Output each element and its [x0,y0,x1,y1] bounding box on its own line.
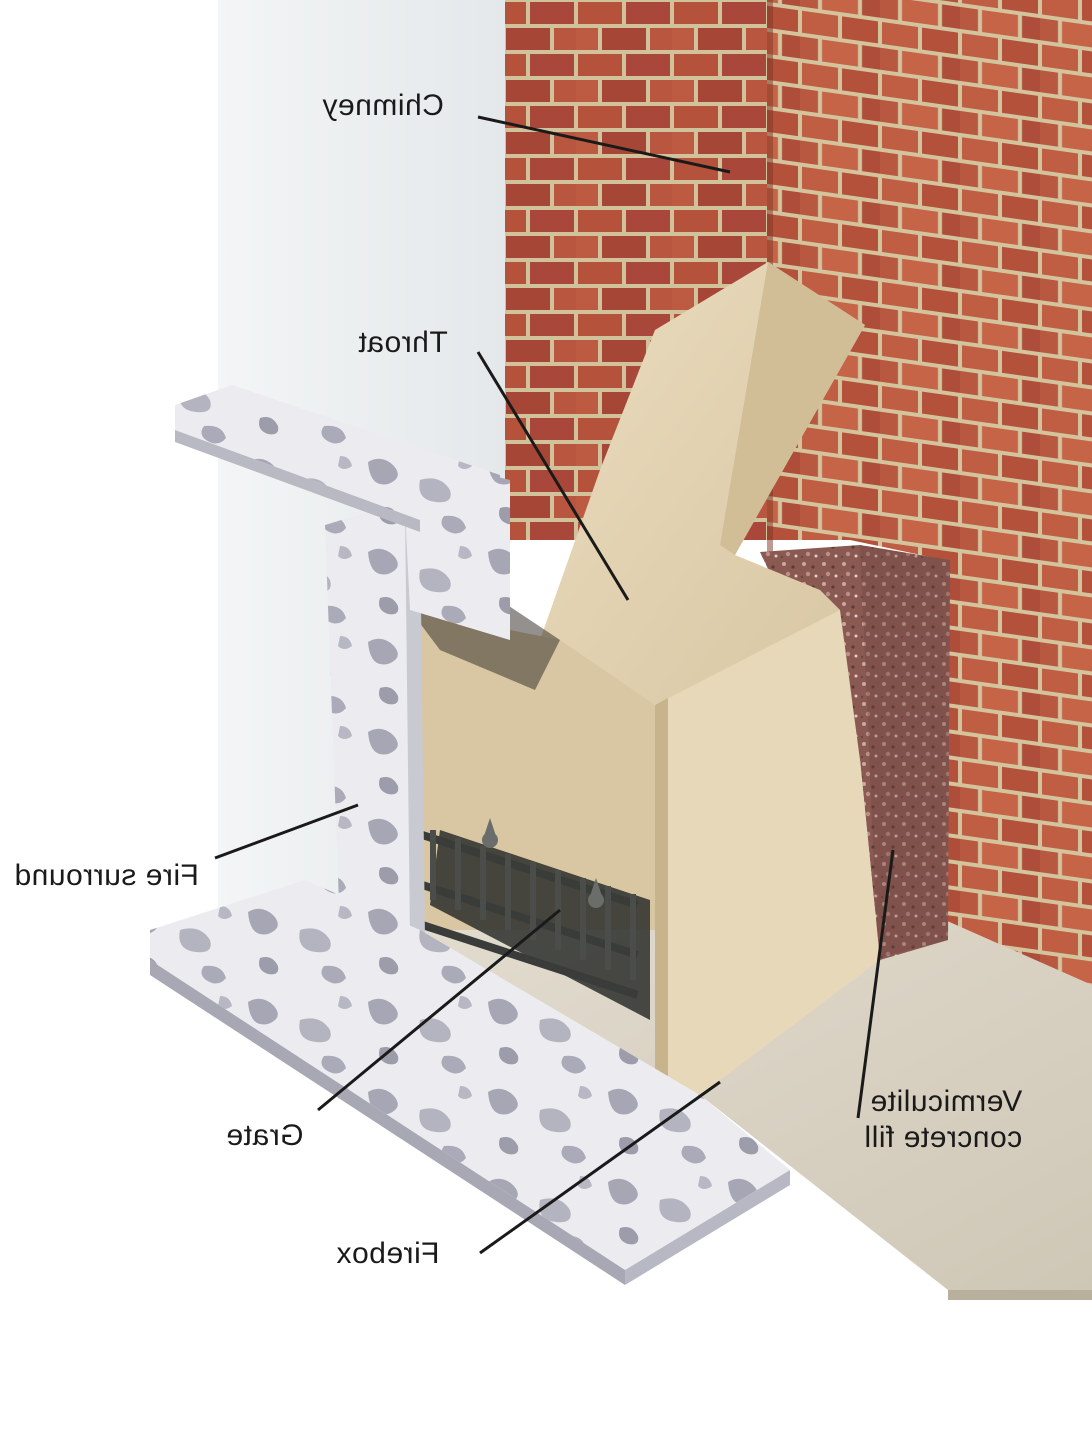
leader-lines [214,115,895,1255]
leader-firebox [479,1080,721,1255]
fire-surround-header [325,475,510,640]
leader-grate [317,908,561,1112]
label-grate: Grate [226,1119,304,1152]
hearth-slab [150,880,790,1270]
label-vermiculite-line2: concrete fill [864,1121,1023,1154]
floor-slab [420,920,1092,1290]
label-chimney: Chimney [322,89,444,122]
mantel-shelf [175,385,500,520]
leader-throat [476,351,630,601]
chimney-brick-side [767,0,1092,990]
label-firebox: Firebox [336,1237,440,1270]
leader-chimney [477,115,731,174]
label-vermiculite: Vermiculite concrete fill [864,1084,1022,1156]
label-fire-surround: Fire surround [14,859,199,892]
fire-surround-leg [325,510,410,940]
firebox-side-panel [655,610,880,1095]
label-vermiculite-line1: Vermiculite [870,1085,1023,1118]
grate [417,818,650,1020]
label-throat: Throat [358,326,448,359]
leader-fire-surround [214,803,359,860]
leader-vermiculite [856,849,895,1119]
